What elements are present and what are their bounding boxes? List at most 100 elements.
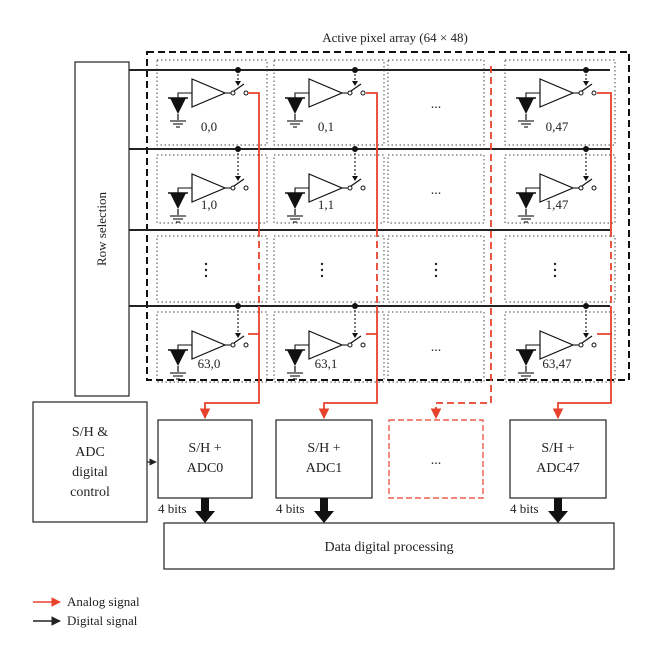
switch-node xyxy=(578,185,584,191)
photodiode-icon xyxy=(170,98,186,114)
photodiode-icon xyxy=(170,350,186,366)
bit-bus-arrows xyxy=(195,498,568,523)
pixel-label: 1,47 xyxy=(546,197,569,212)
switch-node xyxy=(230,90,236,96)
switch-icon xyxy=(233,178,245,187)
pixel-label: 63,1 xyxy=(315,356,338,371)
data-processing-block xyxy=(163,522,615,570)
switch-icon xyxy=(581,83,593,92)
control-line-3: digital xyxy=(72,465,108,480)
pixel-cell: 0,47 xyxy=(504,59,616,146)
amplifier-icon xyxy=(308,330,344,360)
bits-label-47: 4 bits xyxy=(510,501,539,516)
adc0-line1: S/H + xyxy=(188,441,221,456)
adc-block-0: S/H + ADC0 xyxy=(157,419,253,499)
adc1-line2: ADC1 xyxy=(306,461,343,476)
amplifier-icon xyxy=(191,330,227,360)
amplifier-icon xyxy=(191,173,227,203)
switch-node xyxy=(347,90,353,96)
pixel-label: 0,0 xyxy=(201,119,217,134)
amplifier-icon xyxy=(539,78,575,108)
pixel-label: 63,47 xyxy=(542,356,572,371)
legend-analog-label: Analog signal xyxy=(67,594,140,609)
row-select-lines xyxy=(129,69,610,307)
pixel-cell: 0,1 xyxy=(273,59,385,146)
switch-node xyxy=(578,90,584,96)
pixel-cell-border xyxy=(156,311,268,383)
switch-icon xyxy=(581,178,593,187)
control-line-1: S/H & xyxy=(72,425,108,440)
adc-block-1: S/H + ADC1 xyxy=(275,419,373,499)
pixel-cell-border xyxy=(273,311,385,383)
ellipsis-r3: ... xyxy=(431,340,442,355)
pixel-cell: 63,47 xyxy=(504,303,616,383)
pixel-label: 0,47 xyxy=(546,119,569,134)
pixel-cell-border xyxy=(273,59,385,146)
photodiode-icon xyxy=(518,98,534,114)
ellipsis-r1: ... xyxy=(431,183,442,198)
switch-node xyxy=(230,185,236,191)
adc-block-placeholder: ... xyxy=(388,419,484,499)
pixel-cell-border xyxy=(504,311,616,383)
adc47-line2: ADC47 xyxy=(536,461,580,476)
bits-label-0: 4 bits xyxy=(158,501,187,516)
switch-icon xyxy=(350,178,362,187)
pixel-cell: 1,47 xyxy=(504,146,616,224)
switch-icon xyxy=(581,335,593,344)
pixel-cell-border xyxy=(273,154,385,224)
pixel-cell: 1,0 xyxy=(156,146,268,224)
pixel-cell: 63,1 xyxy=(273,303,385,383)
switch-node xyxy=(347,342,353,348)
row-selection-label: Row selection xyxy=(94,191,109,266)
switch-node xyxy=(578,342,584,348)
amplifier-icon xyxy=(308,78,344,108)
adc-block-47: S/H + ADC47 xyxy=(509,419,607,499)
row-selection-block xyxy=(74,61,130,397)
analog-column-lines xyxy=(199,66,612,420)
control-line-2: ADC xyxy=(75,445,105,460)
pixel-cell: 63,0 xyxy=(156,303,268,383)
adc0-line2: ADC0 xyxy=(187,461,224,476)
control-line-4: control xyxy=(70,485,110,500)
adc47-line1: S/H + xyxy=(541,441,574,456)
switch-icon xyxy=(233,83,245,92)
photodiode-icon xyxy=(518,193,534,209)
adc1-line1: S/H + xyxy=(307,441,340,456)
switch-icon xyxy=(350,335,362,344)
placeholder-cells xyxy=(156,59,616,383)
photodiode-icon xyxy=(287,193,303,209)
photodiode-icon xyxy=(287,350,303,366)
bits-label-1: 4 bits xyxy=(276,501,305,516)
photodiode-icon xyxy=(170,193,186,209)
adc-placeholder-ellipsis: ... xyxy=(431,453,442,468)
amplifier-icon xyxy=(308,173,344,203)
sh-adc-control-block xyxy=(32,401,148,523)
pixel-label: 1,0 xyxy=(201,197,217,212)
array-title: Active pixel array (64 × 48) xyxy=(322,30,468,45)
pixel-cell: 1,1 xyxy=(273,146,385,224)
photodiode-icon xyxy=(518,350,534,366)
pixel-cell-border xyxy=(504,154,616,224)
switch-icon xyxy=(350,83,362,92)
ellipsis-r0: ... xyxy=(431,97,442,112)
switch-icon xyxy=(233,335,245,344)
pixel-cell: 0,0 xyxy=(156,59,268,146)
amplifier-icon xyxy=(539,330,575,360)
switch-node xyxy=(230,342,236,348)
amplifier-icon xyxy=(191,78,227,108)
legend-digital-label: Digital signal xyxy=(67,613,138,628)
pixel-cell-border xyxy=(156,154,268,224)
pixel-cell-border xyxy=(504,59,616,146)
pixel-label: 0,1 xyxy=(318,119,334,134)
pixel-label: 1,1 xyxy=(318,197,334,212)
data-processing-label: Data digital processing xyxy=(324,540,453,555)
switch-node xyxy=(347,185,353,191)
pixel-label: 63,0 xyxy=(198,356,221,371)
vertical-ellipsis-marks xyxy=(204,262,557,278)
amplifier-icon xyxy=(539,173,575,203)
pixel-cells: 0,0 0,1 0,47 1,0 1,1 1,47 63,0 63,1 63,47 xyxy=(156,59,616,383)
legend: Analog signal Digital signal xyxy=(33,594,140,628)
photodiode-icon xyxy=(287,98,303,114)
ellipsis-marks: ... ... ... xyxy=(431,97,442,355)
